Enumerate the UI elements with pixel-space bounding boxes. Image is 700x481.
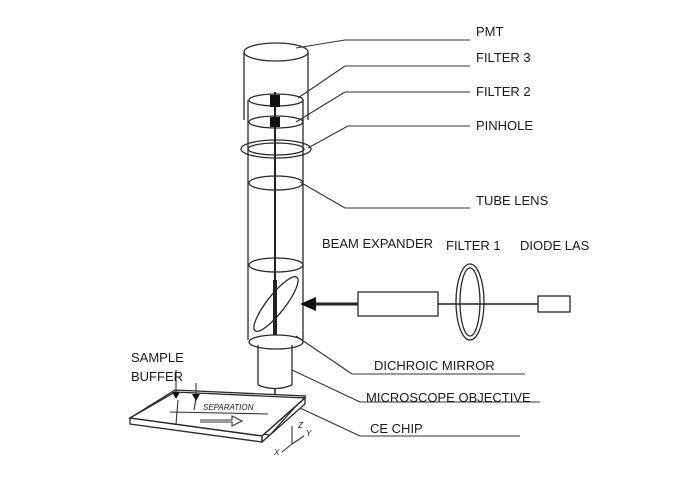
label-filter-3: FILTER 3	[476, 50, 531, 65]
beam-expander-ring	[248, 257, 304, 273]
filter-3-element	[270, 95, 280, 107]
axis-z-label: Z	[297, 421, 304, 430]
beam-expander-box	[357, 291, 439, 317]
axis-y-label: Y	[306, 429, 312, 438]
label-sample: SAMPLE	[131, 350, 184, 365]
filter-2	[248, 115, 304, 129]
filter-2-element	[270, 117, 280, 127]
tube-lens	[248, 175, 304, 191]
axis-x-label: X	[273, 448, 280, 457]
label-filter-1: FILTER 1	[446, 238, 501, 253]
ce-chip	[128, 389, 307, 444]
leader-lines	[291, 39, 540, 437]
filter-1	[455, 263, 485, 341]
objective-ring	[248, 334, 304, 350]
axis-triad	[281, 426, 305, 453]
laser-path	[300, 263, 571, 341]
label-tube-lens: TUBE LENS	[476, 193, 549, 208]
label-buffer: BUFFER	[131, 369, 183, 384]
separation-label: SEPARATION	[203, 403, 254, 412]
label-beam-expander: BEAM EXPANDER	[322, 236, 433, 251]
label-dichroic-mirror: DICHROIC MIRROR	[374, 358, 495, 373]
pinhole	[240, 139, 312, 159]
label-diode-laser: DIODE LAS	[520, 238, 590, 253]
label-pinhole: PINHOLE	[476, 118, 533, 133]
diode-laser-box	[537, 295, 571, 313]
label-filter-2: FILTER 2	[476, 84, 531, 99]
label-pmt: PMT	[476, 24, 504, 39]
label-microscope-objective: MICROSCOPE OBJECTIVE	[366, 390, 531, 405]
label-ce-chip: CE CHIP	[370, 421, 423, 436]
